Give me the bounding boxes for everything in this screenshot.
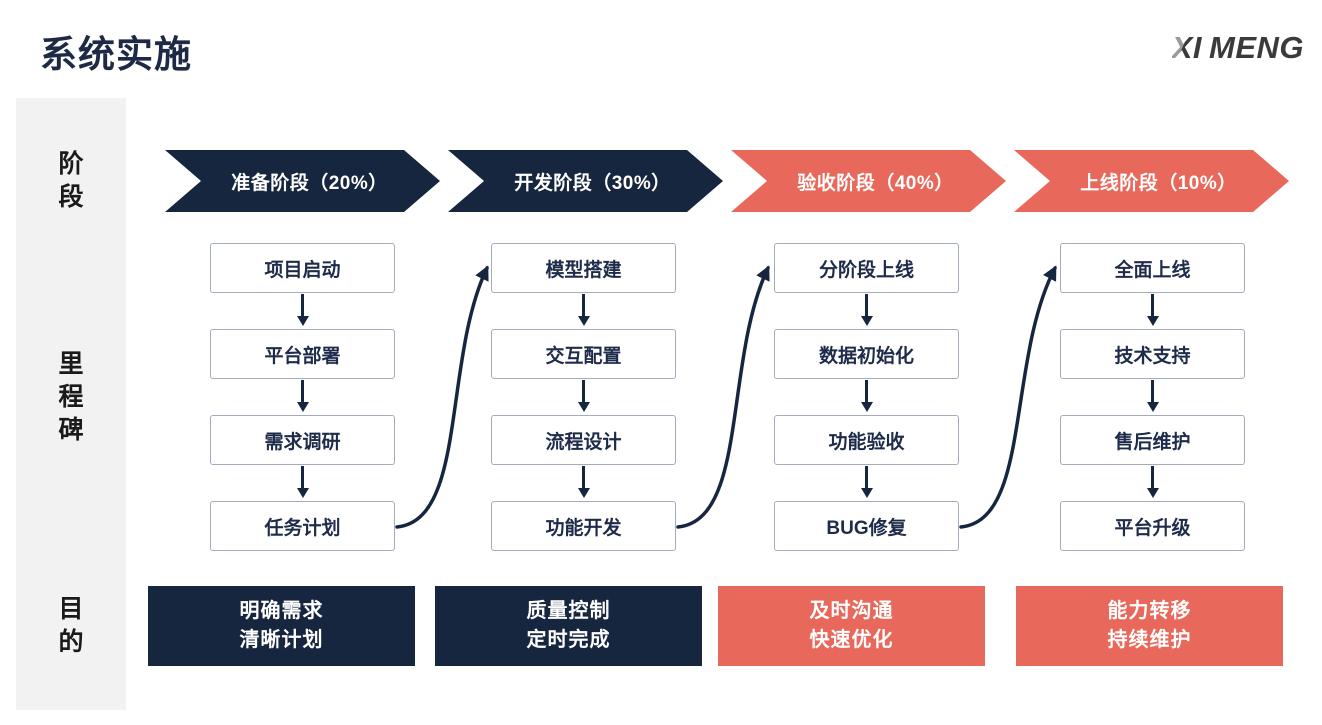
row-label-phase-text: 阶段	[58, 150, 84, 211]
purpose-box-4: 能力转移 持续维护	[1016, 586, 1283, 666]
purpose-line: 质量控制	[526, 600, 611, 622]
purpose-box-1: 明确需求 清晰计划	[148, 586, 415, 666]
milestone-box: 模型搭建	[491, 243, 676, 293]
down-arrow	[1146, 466, 1159, 498]
milestone-box: 数据初始化	[774, 329, 959, 379]
flow-curve-2	[676, 265, 770, 529]
phase-arrow-3: 验收阶段（40%）	[731, 150, 1006, 212]
milestone-box: 全面上线	[1060, 243, 1245, 293]
flow-curve-3	[959, 265, 1057, 529]
flow-curve-1	[395, 265, 489, 529]
purpose-line: 清晰计划	[239, 629, 324, 651]
row-label-phase: 阶段	[16, 150, 126, 212]
row-label-purpose-text: 目的	[58, 595, 84, 656]
purpose-line: 快速优化	[809, 629, 894, 651]
page-title: 系统实施	[40, 34, 192, 75]
purpose-line: 持续维护	[1107, 629, 1192, 651]
down-arrow	[860, 466, 873, 498]
row-label-milestone: 里程碑	[16, 243, 126, 551]
row-label-rail	[16, 98, 126, 710]
down-arrow	[577, 380, 590, 412]
purpose-line: 定时完成	[526, 629, 611, 651]
down-arrow	[1146, 380, 1159, 412]
down-arrow	[577, 294, 590, 326]
milestone-box: 售后维护	[1060, 415, 1245, 465]
milestone-box: 项目启动	[210, 243, 395, 293]
phase-arrow-1: 准备阶段（20%）	[165, 150, 440, 212]
logo-meng-text: MENG	[1209, 30, 1304, 65]
milestone-box: 平台部署	[210, 329, 395, 379]
purpose-line: 能力转移	[1107, 600, 1192, 622]
purpose-line: 及时沟通	[809, 600, 894, 622]
milestone-box: 功能验收	[774, 415, 959, 465]
milestone-box: 流程设计	[491, 415, 676, 465]
milestone-box: 分阶段上线	[774, 243, 959, 293]
phase-arrow-4: 上线阶段（10%）	[1014, 150, 1289, 212]
milestone-box: 功能开发	[491, 501, 676, 551]
milestone-box: 需求调研	[210, 415, 395, 465]
phase-arrow-2: 开发阶段（30%）	[448, 150, 723, 212]
row-label-milestone-text: 里程碑	[58, 349, 84, 444]
down-arrow	[577, 466, 590, 498]
logo-xi-text: XI	[1171, 30, 1202, 65]
down-arrow	[296, 466, 309, 498]
milestone-box: BUG修复	[774, 501, 959, 551]
milestone-box: 交互配置	[491, 329, 676, 379]
down-arrow	[860, 380, 873, 412]
purpose-box-3: 及时沟通 快速优化	[718, 586, 985, 666]
down-arrow	[860, 294, 873, 326]
milestone-box: 任务计划	[210, 501, 395, 551]
down-arrow	[296, 294, 309, 326]
purpose-box-2: 质量控制 定时完成	[435, 586, 702, 666]
down-arrow	[1146, 294, 1159, 326]
milestone-box: 平台升级	[1060, 501, 1245, 551]
purpose-line: 明确需求	[239, 600, 324, 622]
milestone-box: 技术支持	[1060, 329, 1245, 379]
down-arrow	[296, 380, 309, 412]
row-label-purpose: 目的	[16, 586, 126, 666]
